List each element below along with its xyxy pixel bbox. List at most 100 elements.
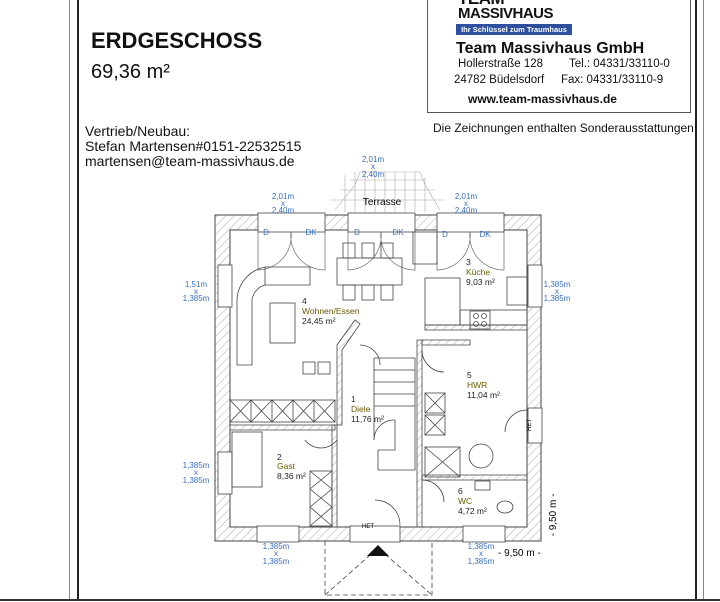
window-gast-side [217, 451, 233, 495]
page-border-right [695, 0, 697, 600]
washer [424, 392, 446, 414]
door-label: DK [392, 228, 404, 237]
svg-text:2,40m: 2,40m [362, 170, 385, 179]
svg-text:3: 3 [466, 257, 471, 267]
door-label: D [442, 230, 448, 239]
window-wc [462, 525, 506, 543]
door-label: D [354, 228, 360, 237]
sink [506, 276, 528, 306]
svg-text:1,385m: 1,385m [183, 461, 210, 470]
hwr-side-door [527, 407, 543, 444]
staircase [373, 357, 416, 471]
sideboard [229, 399, 336, 423]
kitchen-counter [424, 277, 461, 326]
window-terrace-right [436, 212, 505, 233]
interior-walls [229, 319, 528, 528]
window-terrace-mid [347, 212, 416, 233]
svg-text:1,385m: 1,385m [544, 294, 571, 303]
svg-text:2,01m: 2,01m [272, 192, 295, 201]
company-tel: Tel.: 04331/33110-0 [569, 58, 670, 70]
svg-text:Wohnen/Essen: Wohnen/Essen [302, 306, 360, 316]
svg-text:9,03 m²: 9,03 m² [466, 277, 495, 287]
window-living [217, 264, 233, 308]
svg-text:Küche: Küche [466, 267, 490, 277]
floor-title: ERDGESCHOSS [91, 28, 263, 53]
het-label-hwr: HET [527, 419, 533, 431]
dryer [424, 414, 446, 436]
window-kitchen [527, 264, 543, 308]
contact-label: Vertrieb/Neubau: [85, 123, 191, 139]
svg-text:Diele: Diele [351, 404, 371, 414]
company-city: 24782 Büdelsdorf [454, 74, 545, 86]
svg-text:x: x [274, 549, 278, 558]
dimension-width: - 9,50 m - [498, 548, 541, 559]
coffee-table [269, 302, 296, 344]
company-info-box: TEAM MASSIVHAUS Ihr Schlüssel zum Traumh… [427, 0, 691, 113]
svg-text:2,01m: 2,01m [455, 192, 478, 201]
svg-text:x: x [194, 468, 198, 477]
svg-text:1,385m: 1,385m [183, 294, 210, 303]
svg-text:WC: WC [458, 496, 472, 506]
svg-text:4,72 m²: 4,72 m² [458, 506, 487, 516]
svg-text:8,36 m²: 8,36 m² [277, 471, 306, 481]
svg-text:1,385m: 1,385m [468, 542, 495, 551]
company-name: Team Massivhaus GmbH [456, 40, 645, 57]
page-border-left [77, 0, 79, 600]
svg-text:5: 5 [467, 370, 472, 380]
svg-text:1,385m: 1,385m [468, 557, 495, 566]
svg-text:2,40m: 2,40m [455, 206, 478, 215]
svg-text:x: x [479, 549, 483, 558]
svg-text:2,01m: 2,01m [362, 155, 385, 164]
boiler [468, 443, 494, 469]
svg-text:6: 6 [458, 486, 463, 496]
contact-email[interactable]: martensen@team-massivhaus.de [85, 153, 295, 169]
svg-text:x: x [464, 199, 468, 208]
shower [424, 446, 461, 478]
svg-text:1,385m: 1,385m [263, 542, 290, 551]
svg-text:11,04 m²: 11,04 m² [467, 390, 500, 400]
north-arrow [367, 545, 389, 556]
door-label: DK [305, 228, 317, 237]
outer-walls [214, 214, 542, 542]
sofa [236, 266, 311, 366]
svg-text:HWR: HWR [467, 380, 487, 390]
page-border-bottom [0, 599, 720, 601]
svg-text:4: 4 [302, 296, 307, 306]
svg-text:Gast: Gast [277, 461, 296, 471]
svg-text:2: 2 [277, 452, 282, 462]
door-label: DK [479, 230, 491, 239]
het-label-entry: HET [362, 524, 374, 530]
page-border-right-outer [703, 0, 704, 600]
logo-massivhaus-text: MASSIVHAUS [458, 5, 554, 22]
svg-text:1,385m: 1,385m [263, 557, 290, 566]
stove [469, 310, 491, 330]
svg-text:x: x [555, 287, 559, 296]
company-fax: Fax: 04331/33110-9 [561, 74, 664, 86]
terrace-tiles [330, 171, 445, 212]
toilet [496, 500, 514, 514]
contact-name-phone: Stefan Martensen#0151-22532515 [85, 138, 302, 154]
svg-text:x: x [281, 199, 285, 208]
logo-team-text: TEAM [458, 0, 505, 9]
terrace-label: Terrasse [363, 197, 402, 208]
bed [231, 431, 263, 488]
svg-text:x: x [371, 162, 375, 171]
svg-text:24,45 m²: 24,45 m² [302, 316, 336, 326]
drawing-note: Die Zeichnungen enthalten Sonderausstatt… [433, 121, 698, 135]
floor-area: 69,36 m² [91, 61, 170, 83]
dimension-height: - 9,50 m - [548, 494, 559, 537]
svg-text:2,40m: 2,40m [272, 206, 295, 215]
window-gast-bottom [256, 525, 300, 543]
company-website[interactable]: www.team-massivhaus.de [468, 92, 617, 106]
